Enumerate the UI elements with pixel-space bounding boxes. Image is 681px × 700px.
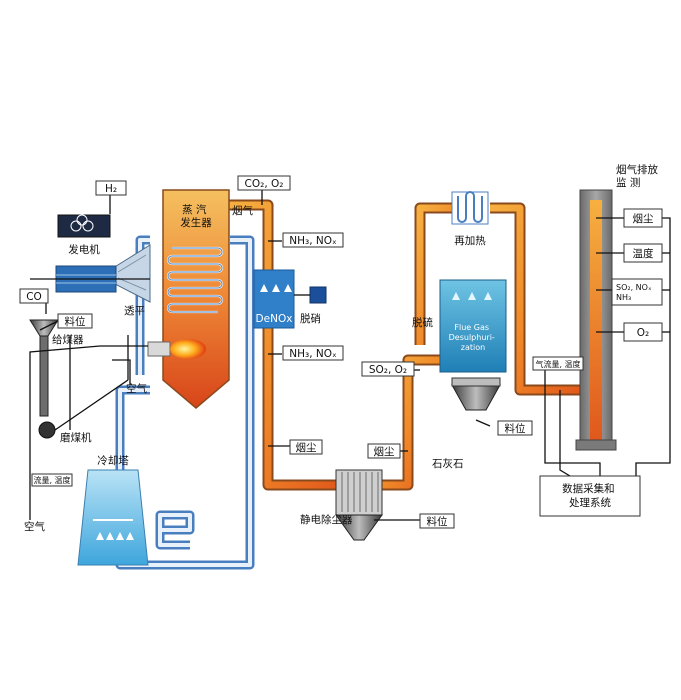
co-label: CO	[26, 291, 42, 303]
h2-label: H₂	[105, 183, 117, 195]
dust-sensor-1: 烟尘	[289, 439, 323, 455]
air-inlet-label: 空气	[24, 520, 45, 533]
stack-o2-label: O₂	[637, 327, 649, 339]
reheat-coil	[451, 191, 489, 225]
esp-level-label: 料位	[427, 515, 448, 528]
electrostatic-precipitator	[335, 469, 383, 541]
stack-dust-label: 烟尘	[633, 212, 654, 225]
coal-level-label: 料位	[65, 315, 86, 328]
burner	[147, 341, 171, 357]
co-o2-sensor: CO₂, O₂	[237, 175, 291, 191]
flow-temp-left-sensor: 流量, 温度	[31, 473, 73, 487]
coal-mill-icon	[38, 421, 56, 439]
steam-generator-text: 蒸 汽 发生器	[180, 203, 212, 229]
stack-monitoring-title: 烟气排放 监 测	[616, 163, 661, 189]
cooling-tower	[77, 469, 149, 566]
flow-temp-right-sensor: 气流量, 温度	[532, 356, 584, 371]
so2-o2-label: SO₂, O₂	[369, 364, 407, 376]
so2-o2-sensor: SO₂, O₂	[361, 361, 415, 377]
nh3-nox-sensor-2: NH₃, NOₓ	[282, 345, 344, 361]
generator	[30, 214, 150, 293]
fgd-label: Flue Gas Desulphuri- zation	[449, 323, 498, 352]
turbine	[112, 244, 151, 303]
esp-label: 静电除尘器	[300, 513, 353, 526]
daq-label: 数据采集和 处理系统	[562, 482, 618, 509]
stack-dust-sensor: 烟尘	[623, 208, 663, 228]
co-sensor: CO	[19, 288, 49, 304]
cooling-tower-label: 冷却塔	[97, 454, 129, 467]
water-steam-pipes	[115, 235, 255, 570]
generator-label: 发电机	[68, 243, 100, 256]
dust-1-label: 烟尘	[296, 441, 317, 454]
stack-o2-sensor: O₂	[623, 322, 663, 342]
denitration-label: 脱硝	[300, 312, 321, 325]
fgd-level-sensor: 料位	[497, 420, 533, 436]
fgd-unit	[439, 279, 507, 411]
flow-temp-left-label: 流量, 温度	[33, 475, 70, 485]
turbine-label: 透平	[124, 305, 145, 317]
desulfurization-label: 脱硫	[412, 316, 433, 329]
reheat-label: 再加热	[454, 234, 486, 247]
flue-gas-duct	[229, 199, 580, 491]
nh3-nox-2-label: NH₃, NOₓ	[289, 348, 337, 360]
limestone-label: 石灰石	[432, 457, 464, 470]
coal-feeder	[29, 319, 148, 520]
denox-label: DeNOx	[256, 313, 293, 325]
flue-gas-label: 烟气	[232, 204, 253, 217]
stack-temp-label: 温度	[633, 247, 654, 260]
co-o2-label: CO₂, O₂	[245, 178, 284, 190]
nh3-nox-1-label: NH₃, NOₓ	[289, 235, 337, 247]
coal-mill-label: 磨煤机	[60, 431, 92, 444]
coal-feeder-label: 给煤器	[52, 333, 84, 346]
stack-so2-label: SO₂, NOₓ NH₃	[616, 283, 654, 302]
h2-sensor: H₂	[95, 180, 127, 196]
flow-temp-right-label: 气流量, 温度	[535, 359, 580, 369]
denox-unit	[253, 269, 327, 329]
generator-battery-icon	[57, 214, 111, 238]
steam-generator	[147, 189, 230, 409]
esp-level-sensor: 料位	[419, 513, 455, 529]
flame-icon	[170, 339, 206, 359]
chimney-stack	[575, 189, 617, 451]
dust-sensor-2: 烟尘	[367, 443, 401, 459]
stack-temp-sensor: 温度	[623, 243, 663, 263]
burner-air-label: 空气	[126, 382, 147, 395]
dust-2-label: 烟尘	[374, 445, 395, 458]
stack-so2-sensor: SO₂, NOₓ NH₃	[611, 278, 663, 306]
data-acquisition-box: 数据采集和 处理系统	[539, 475, 641, 517]
coal-level-sensor: 料位	[57, 313, 93, 329]
nh3-nox-sensor-1: NH₃, NOₓ	[282, 232, 344, 248]
fgd-level-label: 料位	[505, 422, 526, 435]
